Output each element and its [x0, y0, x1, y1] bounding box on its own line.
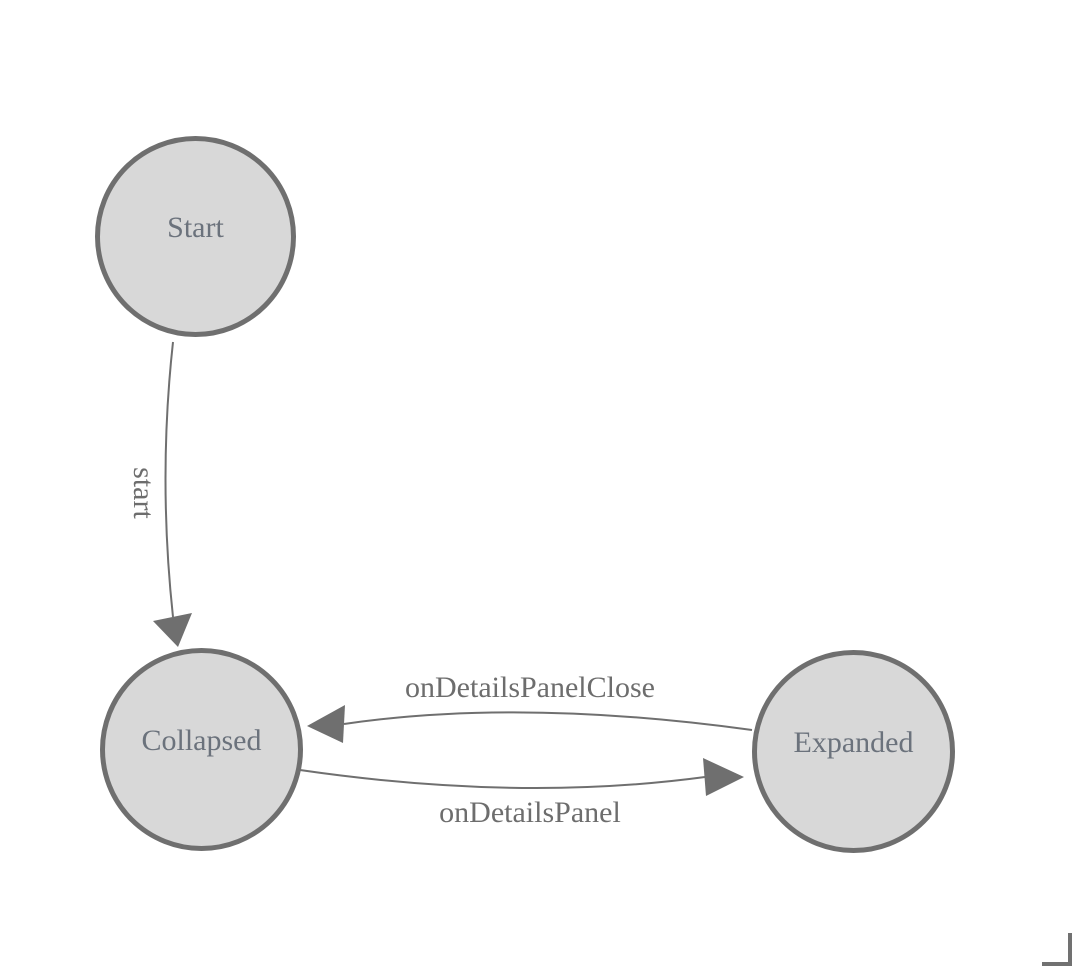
state-node-expanded-label: Expanded: [793, 725, 914, 759]
canvas-corner-border: [1042, 933, 1072, 966]
state-node-start-label: Start: [167, 210, 224, 244]
state-node-start[interactable]: Start: [95, 136, 296, 337]
state-node-expanded[interactable]: Expanded: [752, 650, 955, 853]
edge-ondetailspanelclose: [343, 711, 753, 731]
edge-ondetailspanel: [299, 769, 706, 789]
state-node-collapsed-label: Collapsed: [141, 723, 262, 757]
edge-start-arrowhead-icon: [153, 613, 192, 647]
edge-label-ondetailspanel: onDetailsPanel: [439, 796, 621, 829]
edge-ondetailspanelclose-arrowhead-icon: [307, 705, 345, 743]
edge-ondetailspanel-arrowhead-icon: [703, 758, 744, 796]
state-node-collapsed[interactable]: Collapsed: [100, 648, 303, 851]
edge-label-start: start: [127, 467, 160, 519]
edge-start: [164, 341, 174, 618]
edge-label-ondetailspanelclose: onDetailsPanelClose: [405, 671, 655, 704]
